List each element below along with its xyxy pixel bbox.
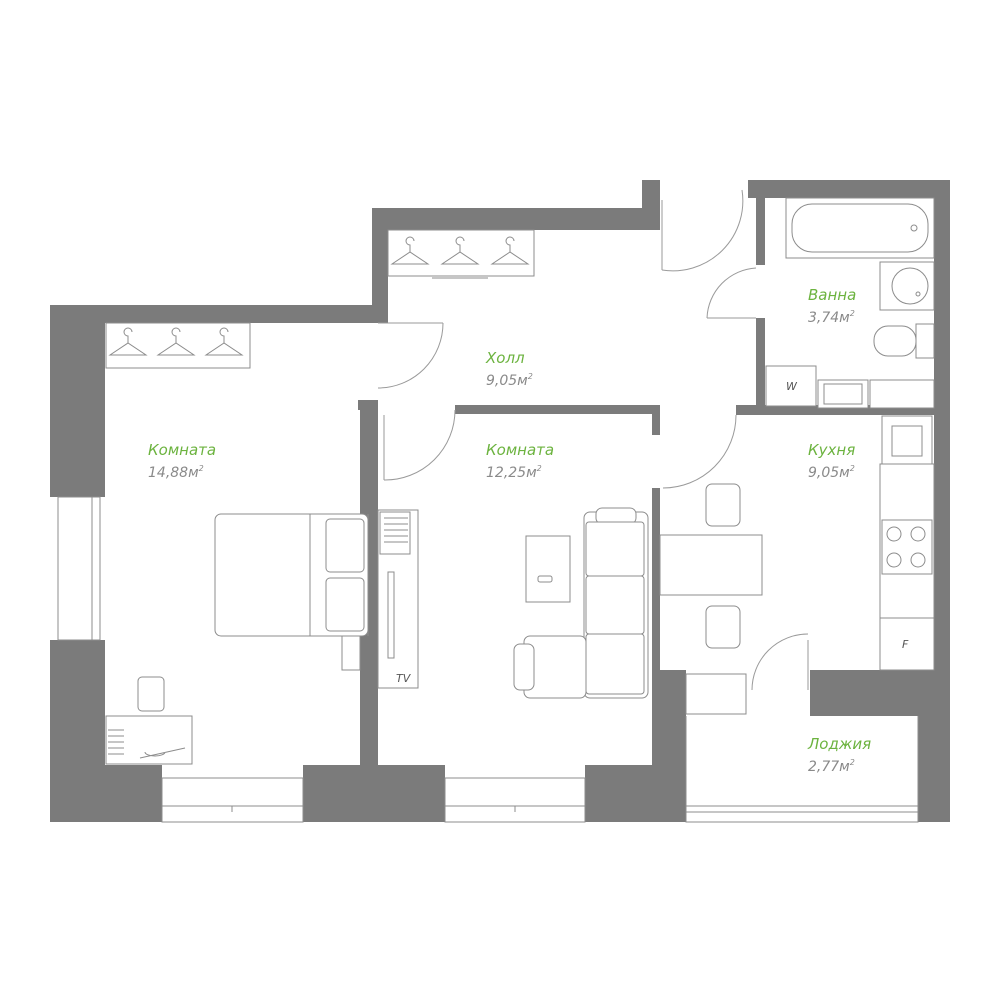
sink [879,261,935,311]
tv-label: TV [396,672,412,685]
room-area: 3,74м [808,310,850,326]
nightstand [341,635,361,671]
oven [881,415,933,465]
walls [50,180,950,822]
fridge-label: F [902,638,909,651]
room-name: Комната [486,441,554,459]
dining-table [659,483,763,649]
svg-text:12,25м2: 12,25м2 [486,464,542,481]
room-name: Комната [148,441,216,459]
room-name: Кухня [808,441,855,459]
room-area: 14,88м [148,465,199,481]
svg-text:3,74м2: 3,74м2 [808,309,855,326]
room-area: 2,77м [808,759,850,775]
windows [57,496,919,823]
svg-text:9,05м2: 9,05м2 [808,464,855,481]
sofa [513,507,649,699]
room-name: Лоджия [807,735,871,753]
cooktop [881,519,933,575]
hanger-icon [108,327,244,356]
room-area: 9,05м [486,373,528,389]
svg-text:9,05м2: 9,05м2 [486,372,533,389]
fridge [879,617,935,671]
tv-unit [377,509,419,689]
cabinets-bath [817,379,935,409]
toilet [873,323,935,359]
room-bedroom: Комната 14,88м2 [148,441,216,481]
desk [105,676,193,765]
hanger-icon [390,236,530,265]
washer [765,365,817,407]
bathtub [785,197,935,259]
doors [377,189,809,691]
room-hall: Холл 9,05м2 [485,349,533,389]
remote-icon [537,575,553,583]
svg-text:14,88м2: 14,88м2 [148,464,204,481]
room-name: Ванна [808,286,856,304]
loggia-bench [685,673,747,715]
room-name: Холл [485,349,525,367]
svg-text:2,77м2: 2,77м2 [808,758,855,775]
coffee-table [525,535,571,603]
room-loggia: Лоджия 2,77м2 [807,735,871,775]
bed [214,513,369,637]
washer-label: W [786,380,798,393]
room-bath: Ванна 3,74м2 [808,286,856,326]
room-area: 9,05м [808,465,850,481]
wardrobe-bedroom [105,322,251,369]
room-living: Комната 12,25м2 [486,441,554,481]
wardrobe-hall [387,229,535,279]
room-area: 12,25м [486,465,537,481]
room-kitchen: Кухня 9,05м2 [808,441,855,481]
